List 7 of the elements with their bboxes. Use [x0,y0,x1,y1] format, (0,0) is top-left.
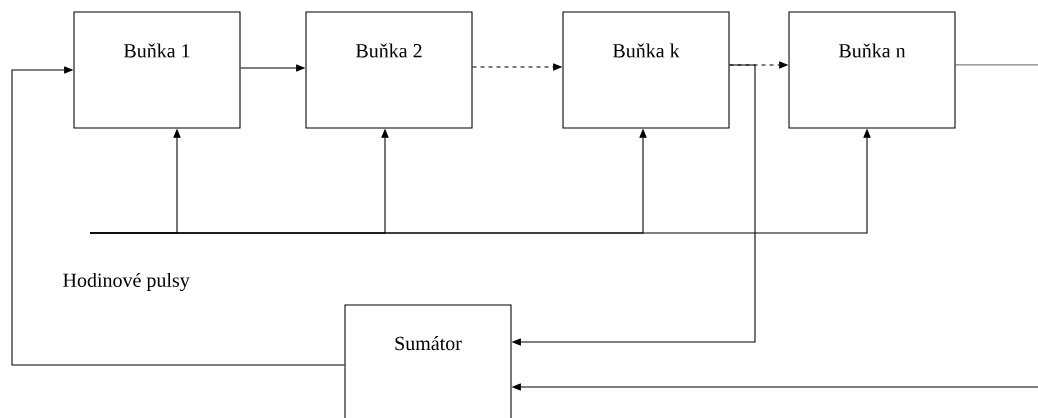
process-box: Buňka 2 [305,11,473,129]
arrow [11,66,345,366]
process-box: Buňka k [562,11,730,129]
process-box: Buňka n [788,11,956,129]
process-box: Sumátor [344,304,512,418]
process-box: Buňka 1 [73,11,241,129]
label-text: Hodinové pulsy [63,272,190,292]
